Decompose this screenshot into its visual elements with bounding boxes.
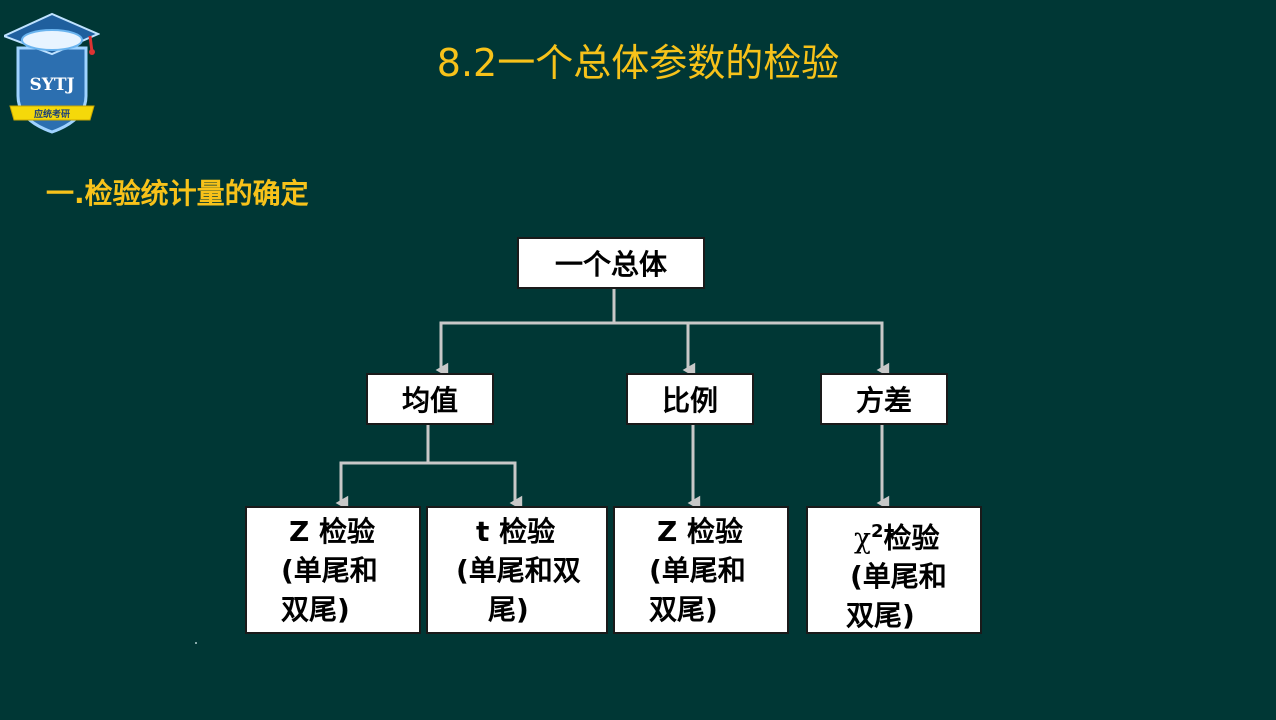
leaf-z-test-proportion-line3: 双尾) <box>649 593 718 626</box>
leaf-z-test-proportion: Z 检验 (单尾和 双尾) <box>613 506 789 634</box>
leaf-t-test: t 检验 (单尾和双 尾) <box>426 506 608 634</box>
leaf-t-test-line1: t 检验 <box>476 515 556 548</box>
node-mean: 均值 <box>366 373 494 425</box>
leaf-t-test-line3: 尾) <box>488 593 529 626</box>
node-proportion-label: 比例 <box>661 384 718 417</box>
logo-text: SYTJ <box>29 75 74 95</box>
chi-superscript: 2 <box>870 521 884 542</box>
leaf-chi-square-test-line3: 双尾) <box>846 599 915 633</box>
leaf-z-test-proportion-line1: Z 检验 <box>657 515 744 548</box>
node-proportion: 比例 <box>626 373 754 425</box>
chi-test-label: 检验 <box>883 521 940 555</box>
node-variance: 方差 <box>820 373 948 425</box>
leaf-chi-square-test-line1: χ2检验 <box>846 512 972 557</box>
logo-ribbon-text: 应统考研 <box>34 108 70 120</box>
leaf-chi-square-test: χ2检验 (单尾和 双尾) <box>806 506 982 634</box>
node-variance-label: 方差 <box>855 384 912 417</box>
leaf-z-test-mean: Z 检验 (单尾和 双尾) <box>245 506 421 634</box>
slide-title: 8.2一个总体参数的检验 <box>436 41 840 85</box>
root-node: 一个总体 <box>517 237 705 289</box>
section-heading: 一.检验统计量的确定 <box>46 177 309 210</box>
leaf-chi-square-test-line2: (单尾和 <box>850 560 947 594</box>
stray-dot <box>195 642 197 644</box>
leaf-z-test-mean-line1: Z 检验 <box>289 515 376 548</box>
leaf-z-test-mean-line2: (单尾和 <box>281 554 378 587</box>
leaf-z-test-proportion-line2: (单尾和 <box>649 554 746 587</box>
leaf-t-test-line2: (单尾和双 <box>456 554 581 587</box>
chi-symbol: χ <box>854 521 871 555</box>
logo-icon: SYTJ 应统考研 <box>4 12 100 134</box>
root-node-label: 一个总体 <box>554 248 667 281</box>
leaf-z-test-mean-line3: 双尾) <box>281 593 350 626</box>
node-mean-label: 均值 <box>401 384 458 417</box>
